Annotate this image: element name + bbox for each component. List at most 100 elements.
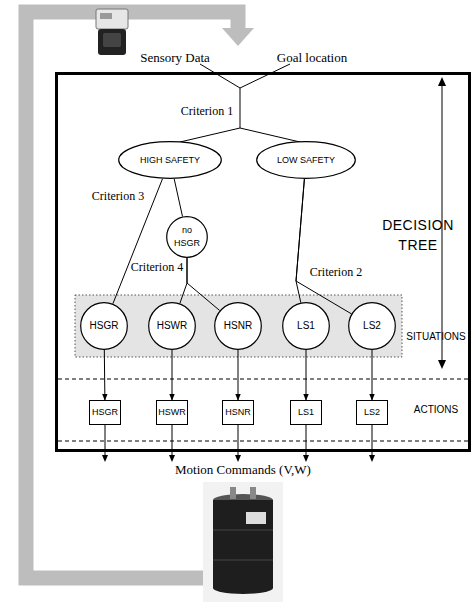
node-content: LOW SAFETY (256, 141, 356, 179)
robot-handle (230, 487, 236, 499)
node-content: HSWR (157, 401, 187, 424)
action-arrow (104, 350, 106, 400)
action-arrow (306, 350, 307, 400)
tree-branch (174, 179, 182, 217)
robot-seam (213, 530, 273, 531)
output-arrowhead (303, 455, 309, 462)
decision-tree-frame: DECISION TREE HIGH SAFETY LOW SAFETY no HSG… (55, 72, 471, 452)
node-label: LS1 (298, 406, 314, 419)
safety-ellipse: LOW SAFETY (256, 141, 356, 179)
outline-ellipse (81, 303, 128, 350)
node-content: HIGH SAFETY (118, 141, 222, 179)
action-box: HSNR (222, 400, 254, 425)
node-content: HSWR (148, 302, 196, 350)
node-content: LS2 (348, 302, 396, 350)
outline-ellipse (167, 217, 208, 258)
robot-seam (213, 560, 273, 561)
scanner-body (98, 29, 126, 55)
action-arrow (172, 350, 173, 400)
scanner-head (96, 9, 128, 29)
situation-circle: no HSGR (166, 216, 208, 258)
node-content: no HSGR (166, 216, 208, 258)
node-label: HSWR (158, 406, 186, 419)
scanner-label (100, 13, 112, 19)
outline-ellipse (215, 303, 262, 350)
node-content: HSNR (223, 401, 253, 424)
robot-base (213, 582, 273, 594)
output-arrowhead (369, 455, 375, 462)
separator-line (58, 379, 468, 380)
node-label: LS1 (297, 319, 315, 333)
output-arrowhead (169, 455, 175, 462)
tree-branch (296, 179, 351, 314)
situation-circle: HSNR (214, 302, 262, 350)
node-content: LS1 (282, 302, 330, 350)
action-arrow (372, 350, 373, 400)
tree-branch (187, 258, 220, 311)
text-label: Criterion 1 (181, 104, 233, 119)
laser-scanner-photo (96, 9, 128, 55)
scanner-window (103, 33, 121, 47)
robot-badge (246, 512, 266, 524)
node-label: LS2 (364, 406, 380, 419)
tree-branch (296, 179, 304, 303)
text-label: Sensory Data (140, 50, 210, 66)
situation-circle: HSWR (148, 302, 196, 350)
text-label: Criterion 3 (92, 189, 144, 204)
extent-arrowhead (438, 77, 446, 86)
motion-arrows (102, 425, 375, 462)
photo-background (203, 482, 283, 602)
output-arrowhead (102, 455, 108, 462)
node-label: HSWR (157, 319, 188, 333)
frame-title: DECISION TREE (378, 215, 458, 255)
text-label: Motion Commands (V,W) (175, 462, 311, 478)
text-label: SITUATIONS (406, 330, 465, 343)
outline-ellipse (283, 303, 330, 350)
action-box: LS2 (356, 400, 388, 425)
goal-input-line (240, 64, 290, 88)
robot-handle (250, 487, 256, 499)
node-outline (166, 216, 208, 258)
feedback-arrowhead (222, 28, 254, 46)
node-label: HSGR (90, 319, 119, 333)
node-label: no HSGR (172, 224, 202, 250)
node-label: LOW SAFETY (277, 154, 335, 167)
separator-line (58, 441, 468, 442)
action-box: HSWR (156, 400, 188, 425)
outline-ellipse (349, 303, 396, 350)
node-content: HSNR (214, 302, 262, 350)
node-label: HSGR (92, 406, 118, 419)
text-label: Criterion 2 (310, 265, 362, 280)
sensory-input-line (200, 64, 240, 88)
robot-body (213, 500, 273, 588)
outline-ellipse (149, 303, 196, 350)
branch-line (240, 128, 300, 142)
tree-root-line (240, 88, 241, 128)
output-arrowhead (235, 455, 241, 462)
extent-arrowhead (438, 360, 446, 369)
action-box: HSGR (89, 400, 121, 425)
node-content: LS1 (291, 401, 321, 424)
text-label: Goal location (277, 50, 347, 66)
outline-ellipse (257, 142, 356, 179)
branch-line (180, 128, 240, 142)
node-content: HSGR (80, 302, 128, 350)
action-arrow (238, 350, 239, 400)
node-label: HIGH SAFETY (140, 154, 200, 167)
outline-ellipse (119, 142, 222, 179)
node-label: HSNR (224, 319, 252, 333)
situation-circle: HSGR (80, 302, 128, 350)
situations-band (75, 295, 402, 357)
situation-circle: LS2 (348, 302, 396, 350)
node-label: HSNR (225, 406, 251, 419)
action-box: LS1 (290, 400, 322, 425)
node-content: LS2 (357, 401, 387, 424)
node-content: HSGR (90, 401, 120, 424)
situation-circle: LS1 (282, 302, 330, 350)
text-label: ACTIONS (414, 403, 458, 416)
safety-ellipse: HIGH SAFETY (118, 141, 222, 179)
robot-photo (203, 482, 283, 602)
